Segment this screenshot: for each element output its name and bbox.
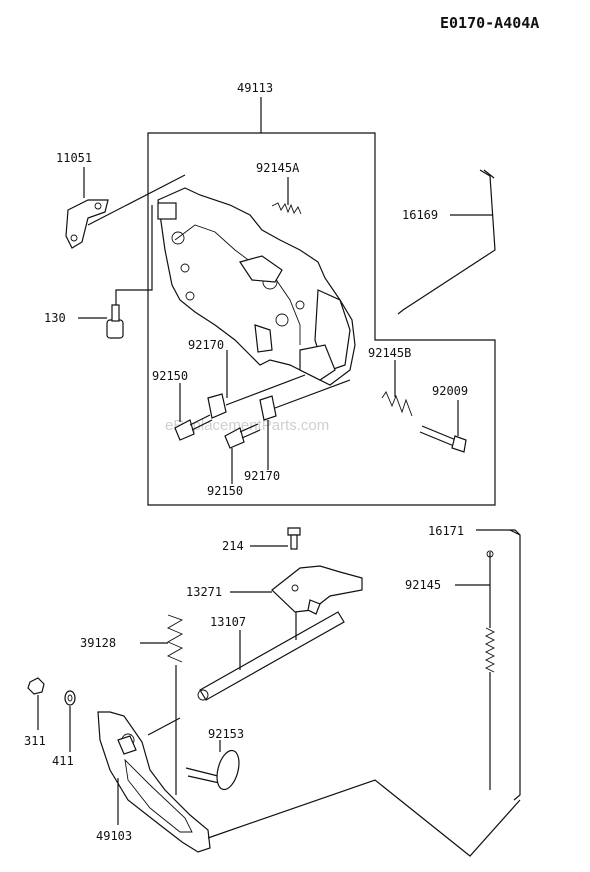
label-92153: 92153 <box>208 727 244 741</box>
spring-92145B <box>381 360 413 417</box>
screw-92009 <box>419 400 467 453</box>
rod-16169 <box>397 169 496 315</box>
shaft-13107 <box>197 611 345 701</box>
rod-16171 <box>476 529 521 801</box>
screw-214 <box>250 527 301 550</box>
label-16169: 16169 <box>402 208 438 222</box>
label-92170-a: 92170 <box>188 338 224 352</box>
label-311: 311 <box>24 734 46 748</box>
clamp-92170-a <box>207 350 351 421</box>
bolt-92153 <box>185 740 240 791</box>
label-130: 130 <box>44 311 66 325</box>
spring-92145A <box>271 177 302 215</box>
label-411: 411 <box>52 754 74 768</box>
label-16171: 16171 <box>428 524 464 538</box>
label-11051: 11051 <box>56 151 92 165</box>
label-92009: 92009 <box>432 384 468 398</box>
spring-39128 <box>140 614 184 795</box>
label-92150-b: 92150 <box>207 484 243 498</box>
label-92150-a: 92150 <box>152 369 188 383</box>
label-49103: 49103 <box>96 829 132 843</box>
watermark: eReplacementParts.com <box>165 417 329 434</box>
group-box-49113 <box>147 97 496 506</box>
control-plate <box>157 187 356 386</box>
bolt-92150-a <box>174 383 213 441</box>
diagram-code: E0170-A404A <box>440 14 539 32</box>
label-92170-b: 92170 <box>244 469 280 483</box>
label-13107: 13107 <box>210 615 246 629</box>
spring-92145 <box>455 550 496 790</box>
label-92145B: 92145B <box>368 346 411 360</box>
bolt-130 <box>78 205 153 339</box>
washer-411 <box>64 690 76 752</box>
lever-49103 <box>97 711 521 857</box>
label-49113: 49113 <box>237 81 273 95</box>
bolt-92150-b <box>224 423 261 484</box>
bracket-11051 <box>65 167 186 249</box>
label-92145: 92145 <box>405 578 441 592</box>
label-214: 214 <box>222 539 244 553</box>
label-13271: 13271 <box>186 585 222 599</box>
label-39128: 39128 <box>80 636 116 650</box>
nut-311 <box>27 677 45 730</box>
plate-13271 <box>230 565 363 615</box>
label-92145A: 92145A <box>256 161 300 175</box>
